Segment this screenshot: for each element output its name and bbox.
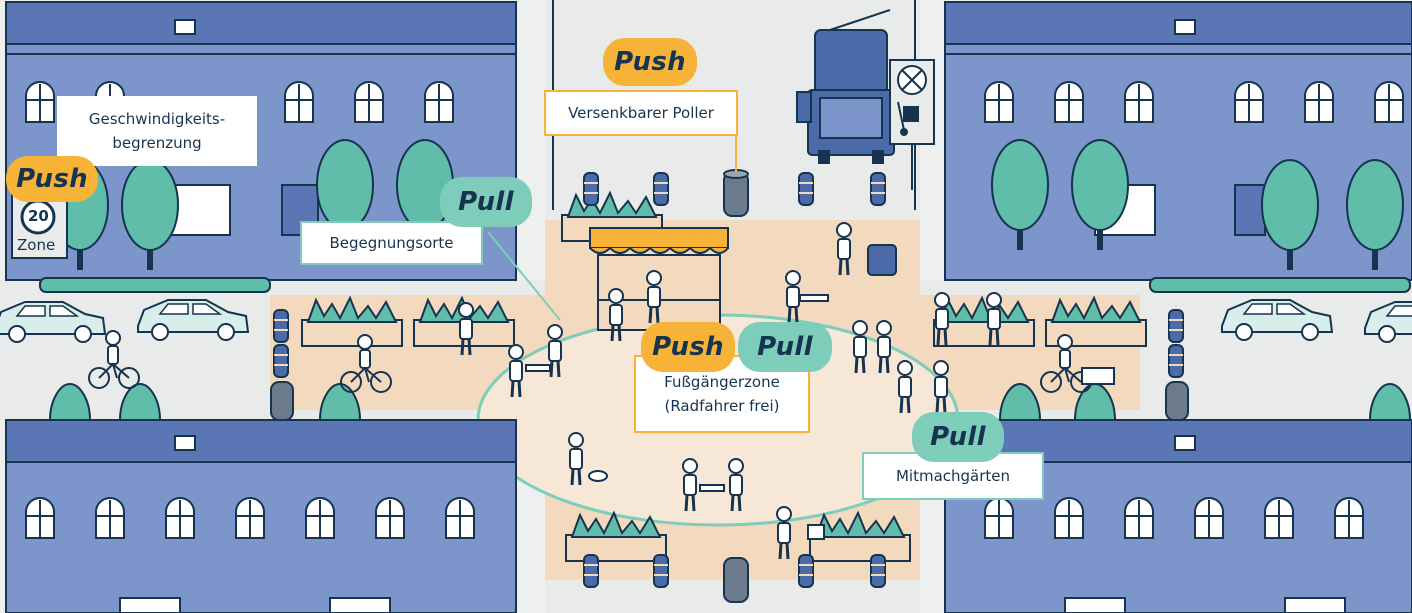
speed-zone-text: Zone <box>17 236 56 254</box>
pull-tag-community-gardens: Pull <box>912 412 1004 462</box>
hand-truck-icon <box>897 101 919 136</box>
push-tag-speed-limit: Push <box>6 156 98 202</box>
cargo-bike <box>1040 334 1115 393</box>
building-bottom-left <box>5 419 517 613</box>
push-tag-bollard: Push <box>603 38 697 86</box>
label-retractable-bollard: Versenkbarer Poller <box>544 90 738 136</box>
speed-limit-sign-icon <box>11 191 68 259</box>
delivery-truck <box>796 9 906 164</box>
speed-limit-number: 20 <box>28 207 49 225</box>
label-speed-limit: Geschwindigkeits- begrenzung <box>57 96 257 166</box>
push-tag-pedestrian-zone: Push <box>641 322 735 372</box>
no-vehicles-sign-icon <box>889 59 935 190</box>
pull-tag-pedestrian-zone: Pull <box>738 322 832 372</box>
label-meeting-places: Begegnungsorte <box>300 221 483 265</box>
pull-tag-meeting-places: Pull <box>440 177 532 227</box>
building-bottom-right <box>944 419 1412 613</box>
retractable-bollard <box>723 169 749 217</box>
